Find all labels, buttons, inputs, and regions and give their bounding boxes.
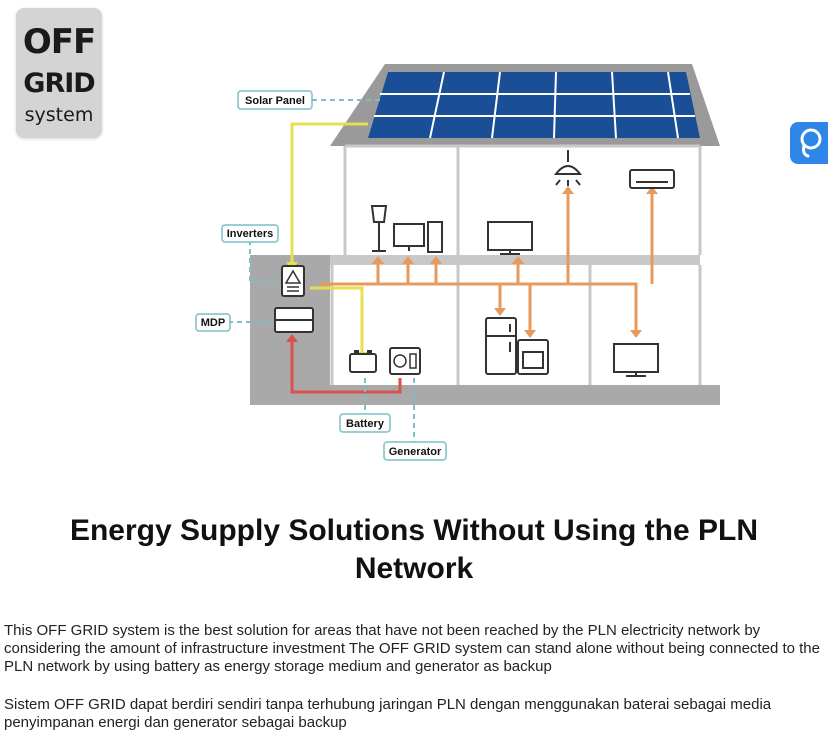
indonesian-description: Sistem OFF GRID dapat berdiri sendiri ta… bbox=[4, 696, 772, 731]
battery-device bbox=[349, 350, 377, 373]
page-title: Energy Supply Solutions Without Using th… bbox=[69, 514, 759, 585]
inverters-label: Inverters bbox=[221, 224, 279, 243]
air-conditioner-icon bbox=[629, 169, 675, 189]
svg-text:Generator: Generator bbox=[389, 446, 442, 458]
generator-wire bbox=[286, 334, 402, 394]
generator-device bbox=[389, 347, 421, 375]
svg-text:Inverters: Inverters bbox=[227, 228, 273, 240]
svg-text:Solar Panel: Solar Panel bbox=[245, 95, 305, 107]
svg-text:MDP: MDP bbox=[201, 317, 225, 329]
generator-label: Generator bbox=[383, 441, 447, 461]
ground-slab bbox=[250, 385, 720, 405]
ceiling-light-icon bbox=[553, 150, 583, 186]
mdp-label: MDP bbox=[195, 313, 231, 332]
callout-lines bbox=[228, 99, 415, 442]
distribution-wires bbox=[320, 186, 658, 338]
lower-tv-icon bbox=[613, 343, 659, 377]
lamp-icon bbox=[370, 205, 388, 252]
refrigerator-icon bbox=[485, 317, 517, 375]
off-grid-badge: OFF GRID system bbox=[16, 8, 102, 138]
chat-bubble-icon bbox=[800, 128, 822, 158]
off-grid-house-diagram: Solar Panel Inverters MDP Battery Genera… bbox=[195, 64, 720, 461]
desktop-computer-icon bbox=[393, 221, 443, 253]
chat-assistant-button[interactable] bbox=[790, 122, 828, 164]
stove-icon bbox=[517, 339, 549, 375]
badge-line-off: OFF bbox=[22, 22, 96, 62]
english-description: This OFF GRID system is the best solutio… bbox=[4, 622, 820, 675]
mdp-device bbox=[274, 307, 314, 333]
inverter-device bbox=[281, 265, 305, 297]
badge-line-grid: GRID bbox=[23, 68, 95, 99]
solar-panel-array bbox=[368, 71, 700, 139]
battery-label: Battery bbox=[339, 413, 391, 433]
svg-text:Battery: Battery bbox=[346, 418, 385, 430]
upper-tv-icon bbox=[487, 221, 533, 255]
solar-panel-label: Solar Panel bbox=[237, 90, 313, 110]
badge-line-system: system bbox=[24, 104, 94, 126]
